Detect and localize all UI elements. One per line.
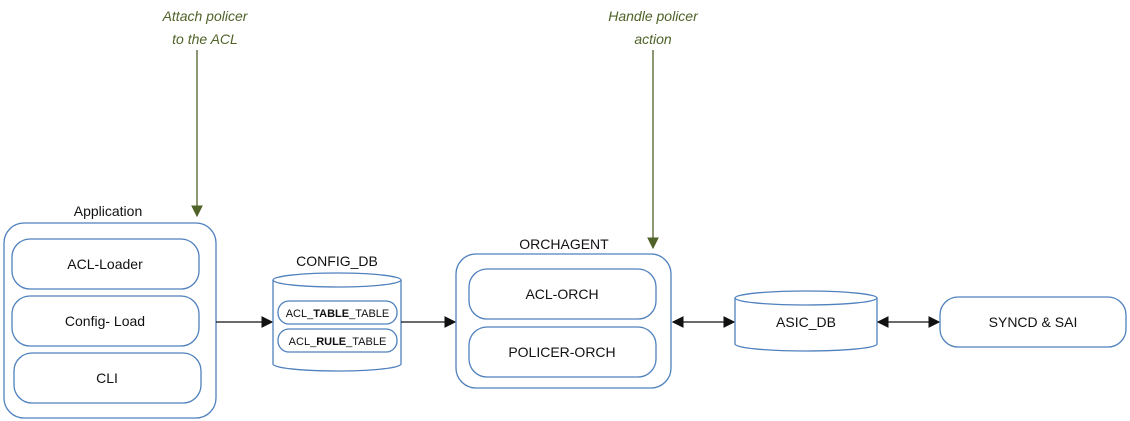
asic-db-cylinder	[734, 298, 878, 352]
attach-note-line-1: Attach policer	[162, 8, 249, 24]
asic-db-label: ASIC_DB	[776, 314, 836, 330]
config-db-table-acl-rule: ACL_RULE_TABLE	[277, 328, 398, 353]
handle-note-line-2: action	[634, 31, 672, 47]
orch-item-label: ACL-ORCH	[525, 286, 598, 302]
app-item-cli: CLI	[13, 352, 202, 404]
table-label-prefix: ACL_	[289, 336, 317, 348]
orchagent-title: ORCHAGENT	[519, 236, 609, 252]
orch-item-label: POLICER-ORCH	[508, 344, 615, 360]
handle-policer-note: Handle policer action	[608, 8, 699, 250]
attach-note-line-2: to the ACL	[172, 31, 238, 47]
config-db-title: CONFIG_DB	[296, 253, 378, 269]
app-item-acl-loader: ACL-Loader	[11, 238, 200, 290]
config-db-cylinder	[272, 280, 402, 372]
asic-db: ASIC_DB	[734, 290, 878, 352]
table-label-suffix: _TABLE	[345, 336, 386, 348]
handle-note-line-1: Handle policer	[608, 8, 699, 24]
application-container	[3, 222, 217, 419]
table-label-suffix: _TABLE	[348, 308, 389, 320]
table-label: ACL_RULE_TABLE	[289, 336, 387, 348]
table-label: ACL_TABLE_TABLE	[286, 308, 390, 320]
app-item-config-load: Config- Load	[11, 295, 200, 347]
orchagent-group: ORCHAGENT ACL-ORCH POLICER-ORCH	[455, 236, 672, 389]
app-item-label: ACL-Loader	[67, 256, 143, 272]
table-label-bold: TABLE	[313, 308, 349, 320]
syncd-sai-box	[939, 296, 1127, 348]
app-item-label: CLI	[96, 370, 118, 386]
app-item-label: Config- Load	[65, 313, 145, 329]
syncd-sai: SYNCD & SAI	[939, 296, 1127, 348]
asic-db-cylinder-top	[734, 290, 878, 306]
application-title: Application	[74, 203, 143, 219]
config-db-cylinder-top	[272, 272, 402, 288]
application-group: Application ACL-Loader Config- Load CLI	[3, 203, 217, 419]
syncd-sai-label: SYNCD & SAI	[989, 314, 1078, 330]
orchagent-container	[455, 253, 672, 389]
orch-item-policer-orch: POLICER-ORCH	[468, 326, 657, 378]
attach-policer-note: Attach policer to the ACL	[162, 8, 249, 218]
orch-item-acl-orch: ACL-ORCH	[468, 268, 657, 320]
table-label-bold: RULE	[316, 336, 346, 348]
table-label-prefix: ACL_	[286, 308, 314, 320]
config-db-table-acl-table: ACL_TABLE_TABLE	[277, 300, 398, 325]
config-db: CONFIG_DB ACL_TABLE_TABLE ACL_RULE_TABLE	[272, 253, 402, 372]
